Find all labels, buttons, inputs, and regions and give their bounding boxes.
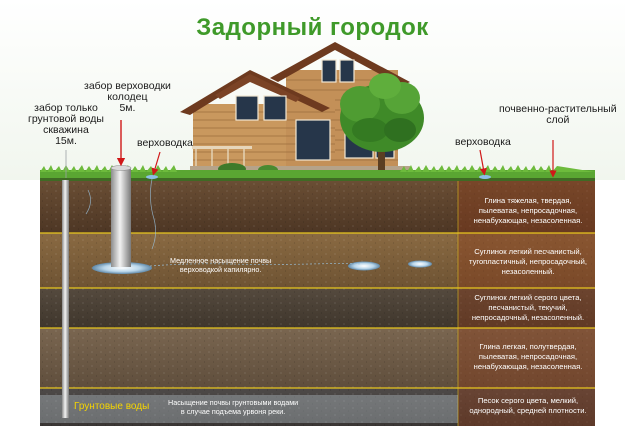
surface-water-right [479, 175, 491, 179]
groundwater-band [40, 395, 458, 423]
layer-5-description: Песок серого цвета, мелкий, однородный, … [469, 396, 587, 415]
shallow-well-pipe [111, 168, 131, 267]
note-groundwater-saturation: Насыщение почвы грунтовыми водами в случ… [168, 398, 299, 416]
description-column [458, 181, 595, 426]
note-perched-saturation: Медленное насыщение почвы верховодкой ка… [170, 256, 272, 274]
layer-3-description: Суглинок легкий серого цвета, песчанисты… [471, 293, 585, 322]
perched-water-at-well [92, 262, 152, 274]
layer-2-description: Суглинок легкий песчанистый, тугопластич… [469, 247, 587, 276]
layer-1-description: Глина тяжелая, твердая, пылеватая, непро… [473, 196, 583, 225]
soil-layers [40, 181, 595, 426]
deep-well-pipe [62, 180, 69, 418]
label-shallow-well: забор верховодки колодец 5м. [84, 80, 171, 115]
diagram-title: Задорный городок [196, 14, 429, 41]
label-topsoil: почвенно-растительный слой [499, 103, 617, 127]
perched-water [85, 175, 491, 274]
perched-water-lens [348, 261, 380, 271]
label-groundwater: Грунтовые воды [74, 401, 150, 412]
label-deep-well: забор только грунтовой воды скважина 15м… [28, 102, 104, 148]
surface-water-left [146, 175, 158, 179]
perched-water-lens [408, 260, 432, 268]
label-perched-water-left: верховодка [137, 137, 193, 149]
callout-arrows [65, 120, 557, 178]
tree-illustration [340, 73, 424, 174]
layer-4-description: Глина легкая, полутвердая, пылеватая, не… [473, 342, 583, 371]
label-perched-water-right: верховодка [455, 136, 511, 148]
layer-boundaries [40, 232, 595, 389]
